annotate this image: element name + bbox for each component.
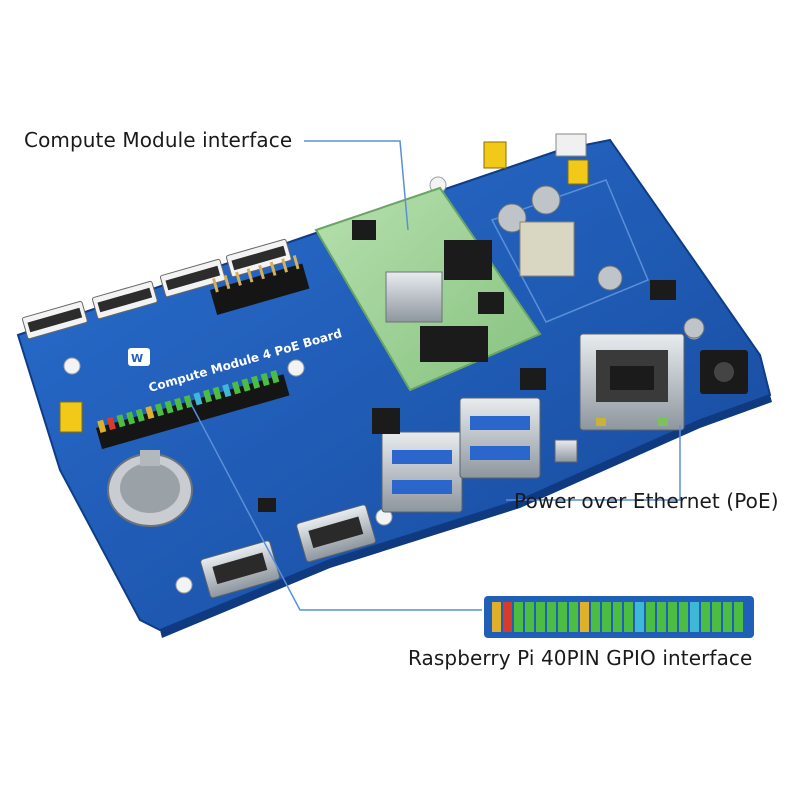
- usb-ports: [381, 397, 578, 513]
- svg-text:W: W: [131, 352, 143, 365]
- compute-module: [314, 186, 542, 392]
- gpio-header-on-board: [96, 370, 290, 450]
- battery-holder: [107, 450, 193, 527]
- callout-gpio-label: Raspberry Pi 40PIN GPIO interface: [408, 646, 753, 670]
- callout-compute-module-label: Compute Module interface: [24, 128, 293, 152]
- ribbon-connectors: [21, 238, 292, 340]
- components: [258, 368, 546, 512]
- waveshare-logo: W: [128, 348, 150, 366]
- callout-poe-label: Power over Ethernet (PoE): [514, 489, 779, 513]
- jumper-left: [59, 401, 83, 433]
- ethernet-port: [579, 333, 685, 431]
- gpio-pinout-strip: [484, 596, 754, 638]
- dc-jack: [700, 350, 748, 394]
- poe-section: [483, 133, 705, 339]
- hdmi-ports: [200, 504, 377, 599]
- callout-lines: [189, 140, 681, 611]
- pin-header-black: [210, 255, 310, 315]
